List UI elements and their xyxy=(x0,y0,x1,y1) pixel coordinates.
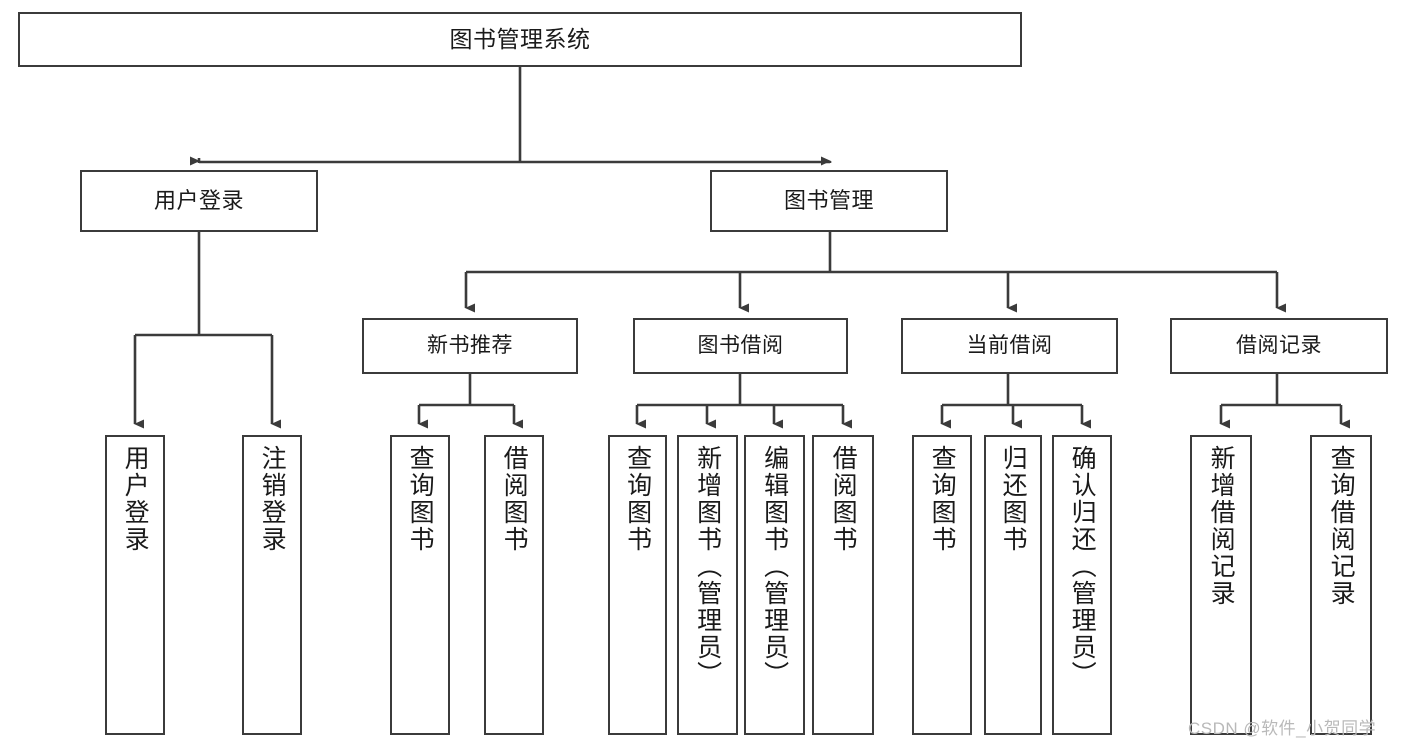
leaf-logout[interactable]: 注销登录 xyxy=(242,435,302,735)
leaf-borrow-add-book[interactable]: 新增图书（管理员） xyxy=(677,435,738,735)
leaf-record-query-record[interactable]: 查询借阅记录 xyxy=(1310,435,1372,735)
leaf-borrow-edit-book-label: 编辑图书（管理员） xyxy=(760,445,789,688)
leaf-newbook-borrow-book[interactable]: 借阅图书 xyxy=(484,435,544,735)
node-book-management-label: 图书管理 xyxy=(783,188,874,214)
node-root-system-label: 图书管理系统 xyxy=(449,25,591,52)
leaf-borrow-borrow-book[interactable]: 借阅图书 xyxy=(812,435,874,735)
node-book-management[interactable]: 图书管理 xyxy=(710,170,948,232)
leaf-borrow-query-book-label: 查询图书 xyxy=(623,445,652,553)
node-current-borrow-label: 当前借阅 xyxy=(966,333,1053,357)
leaf-current-query-book-label: 查询图书 xyxy=(928,445,957,553)
leaf-borrow-borrow-book-label: 借阅图书 xyxy=(829,445,858,553)
leaf-logout-label: 注销登录 xyxy=(258,445,287,553)
leaf-user-login-label: 用户登录 xyxy=(121,445,150,553)
leaf-newbook-query-book[interactable]: 查询图书 xyxy=(390,435,450,735)
leaf-current-query-book[interactable]: 查询图书 xyxy=(912,435,972,735)
leaf-borrow-add-book-label: 新增图书（管理员） xyxy=(693,445,722,688)
leaf-record-add-record-label: 新增借阅记录 xyxy=(1207,445,1236,607)
node-user-login[interactable]: 用户登录 xyxy=(80,170,318,232)
node-book-borrow[interactable]: 图书借阅 xyxy=(633,318,848,374)
leaf-newbook-query-book-label: 查询图书 xyxy=(406,445,435,553)
leaf-current-return-book[interactable]: 归还图书 xyxy=(984,435,1042,735)
leaf-newbook-borrow-book-label: 借阅图书 xyxy=(500,445,529,553)
leaf-user-login[interactable]: 用户登录 xyxy=(105,435,165,735)
leaf-current-confirm-return[interactable]: 确认归还（管理员） xyxy=(1052,435,1112,735)
node-book-borrow-label: 图书借阅 xyxy=(697,333,784,357)
node-root-system[interactable]: 图书管理系统 xyxy=(18,12,1022,67)
node-borrow-record[interactable]: 借阅记录 xyxy=(1170,318,1388,374)
node-new-book-recommend-label: 新书推荐 xyxy=(427,333,513,357)
leaf-record-query-record-label: 查询借阅记录 xyxy=(1327,445,1356,607)
node-borrow-record-label: 借阅记录 xyxy=(1236,333,1322,357)
node-new-book-recommend[interactable]: 新书推荐 xyxy=(362,318,578,374)
leaf-current-return-book-label: 归还图书 xyxy=(999,445,1028,553)
leaf-record-add-record[interactable]: 新增借阅记录 xyxy=(1190,435,1252,735)
leaf-borrow-query-book[interactable]: 查询图书 xyxy=(608,435,667,735)
node-user-login-label: 用户登录 xyxy=(153,188,244,214)
node-current-borrow[interactable]: 当前借阅 xyxy=(901,318,1118,374)
leaf-borrow-edit-book[interactable]: 编辑图书（管理员） xyxy=(744,435,805,735)
leaf-current-confirm-return-label: 确认归还（管理员） xyxy=(1068,445,1097,688)
